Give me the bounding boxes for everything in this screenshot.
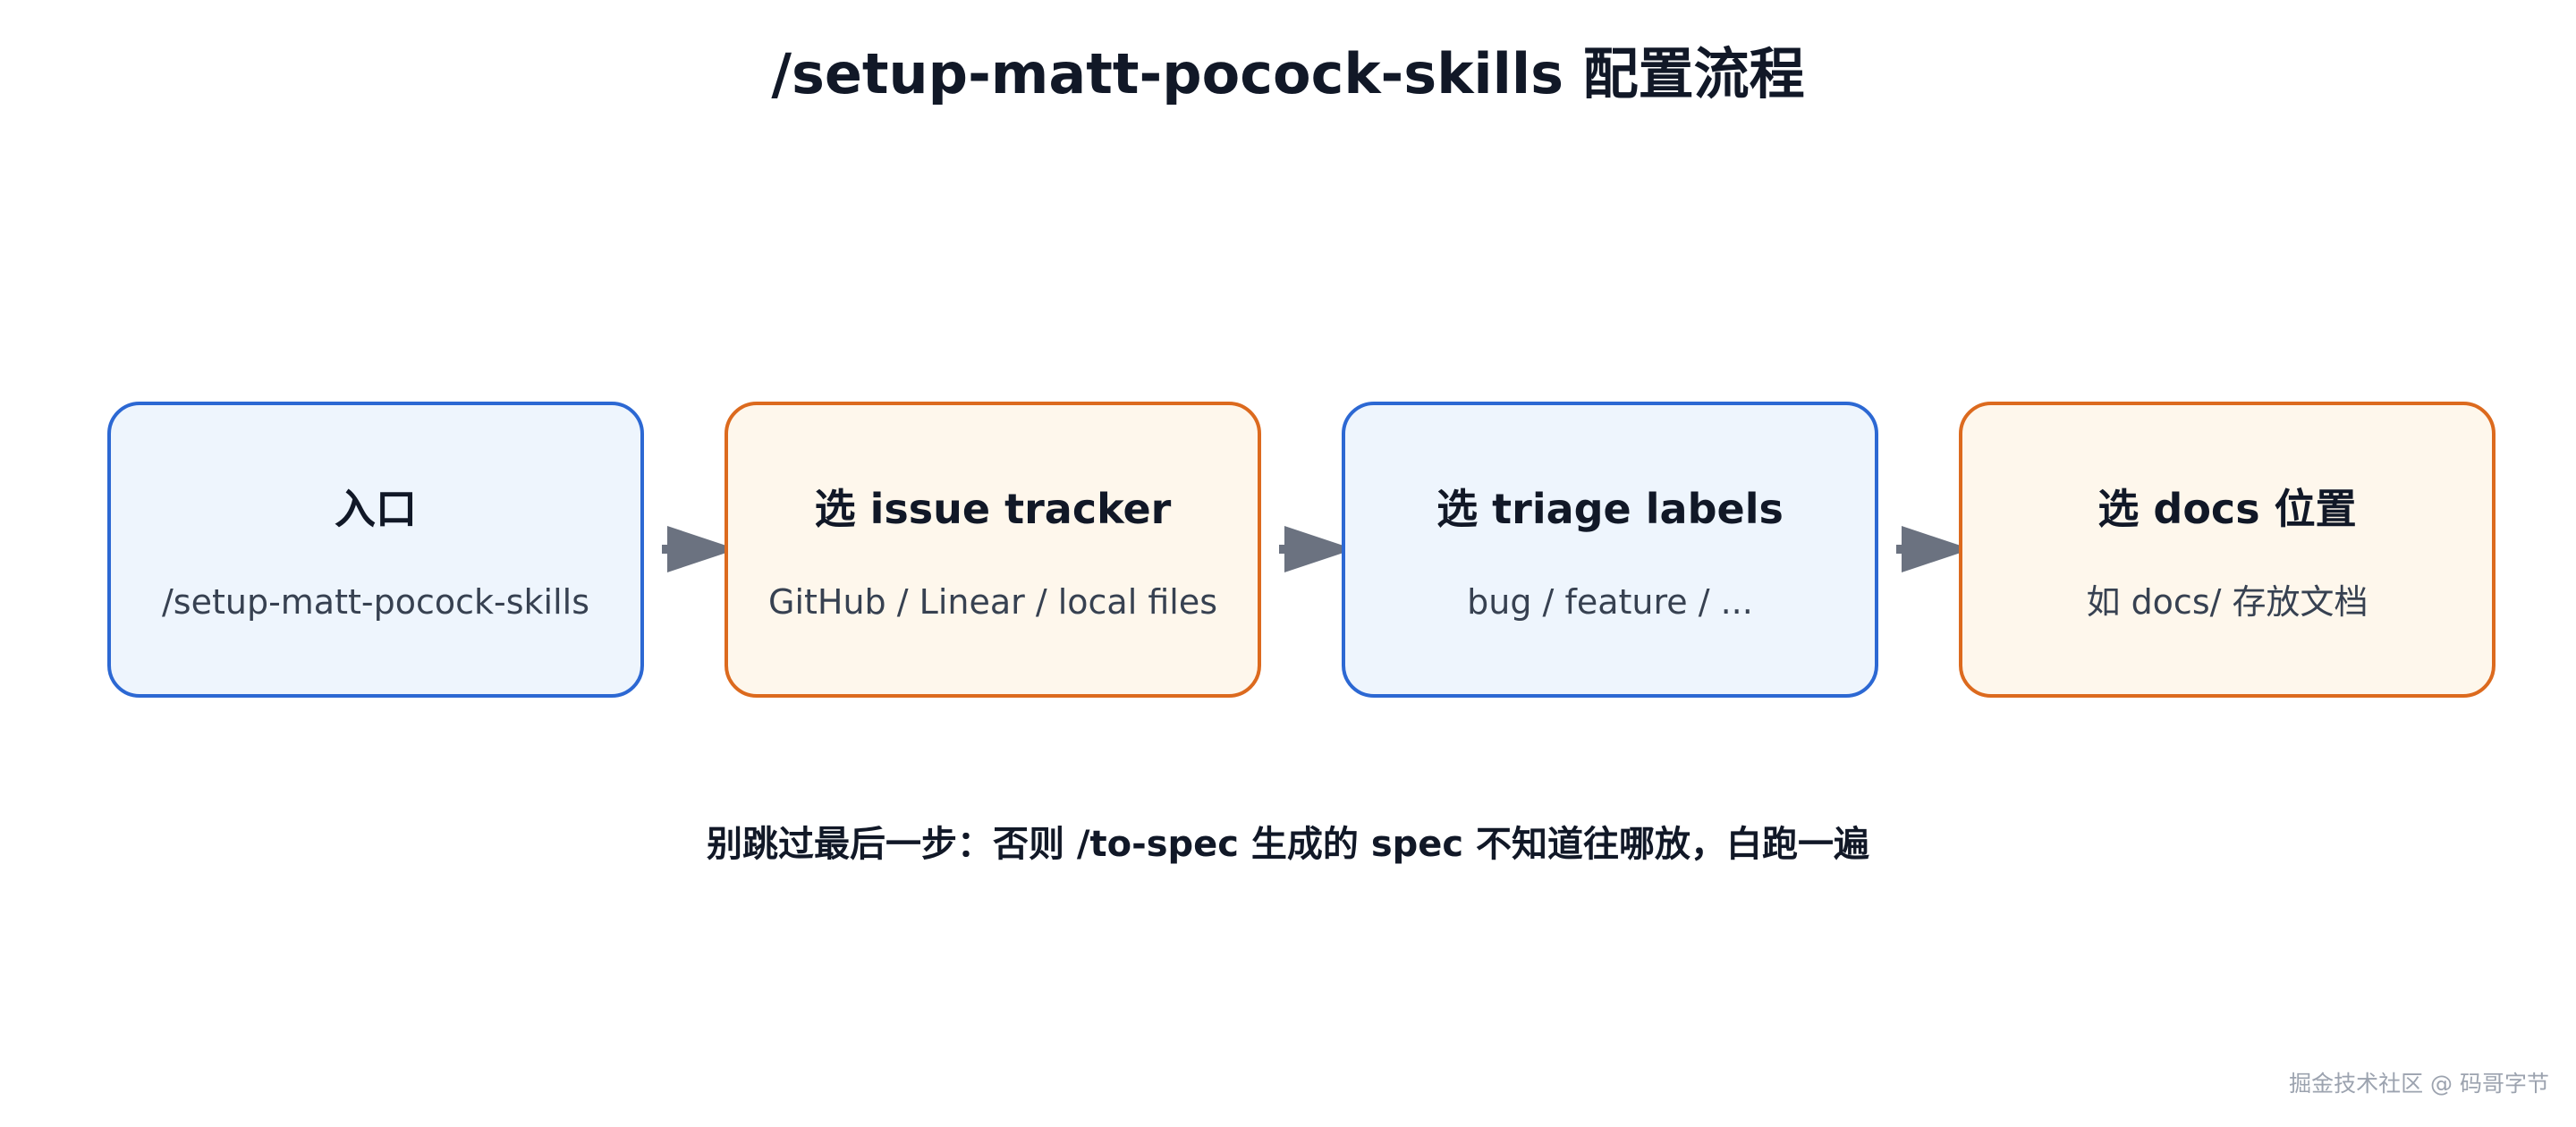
diagram-title: /setup-matt-pocock-skills 配置流程 xyxy=(771,41,1805,106)
step-triage-labels: 选 triage labels bug / feature / ... xyxy=(1342,402,1878,698)
step-issue-tracker: 选 issue tracker GitHub / Linear / local … xyxy=(724,402,1261,698)
step-entry-title: 入口 xyxy=(335,485,417,533)
step-docs-location-subtitle: 如 docs/ 存放文档 xyxy=(2086,582,2368,622)
warning-note: 别跳过最后一步：否则 /to-spec 生成的 spec 不知道往哪放，白跑一遍 xyxy=(706,824,1870,865)
arrow-right-icon xyxy=(1279,526,1354,572)
step-entry: 入口 /setup-matt-pocock-skills xyxy=(107,402,644,698)
arrow-right-icon xyxy=(1896,526,1971,572)
step-issue-tracker-subtitle: GitHub / Linear / local files xyxy=(768,582,1217,622)
step-docs-location: 选 docs 位置 如 docs/ 存放文档 xyxy=(1959,402,2496,698)
step-triage-labels-subtitle: bug / feature / ... xyxy=(1467,582,1753,622)
step-triage-labels-title: 选 triage labels xyxy=(1436,485,1784,533)
step-docs-location-title: 选 docs 位置 xyxy=(2097,485,2357,533)
arrow-right-icon xyxy=(662,526,737,572)
step-issue-tracker-title: 选 issue tracker xyxy=(814,485,1172,533)
watermark: 掘金技术社区 @ 码哥字节 xyxy=(2289,1071,2549,1097)
step-entry-subtitle: /setup-matt-pocock-skills xyxy=(161,582,589,622)
